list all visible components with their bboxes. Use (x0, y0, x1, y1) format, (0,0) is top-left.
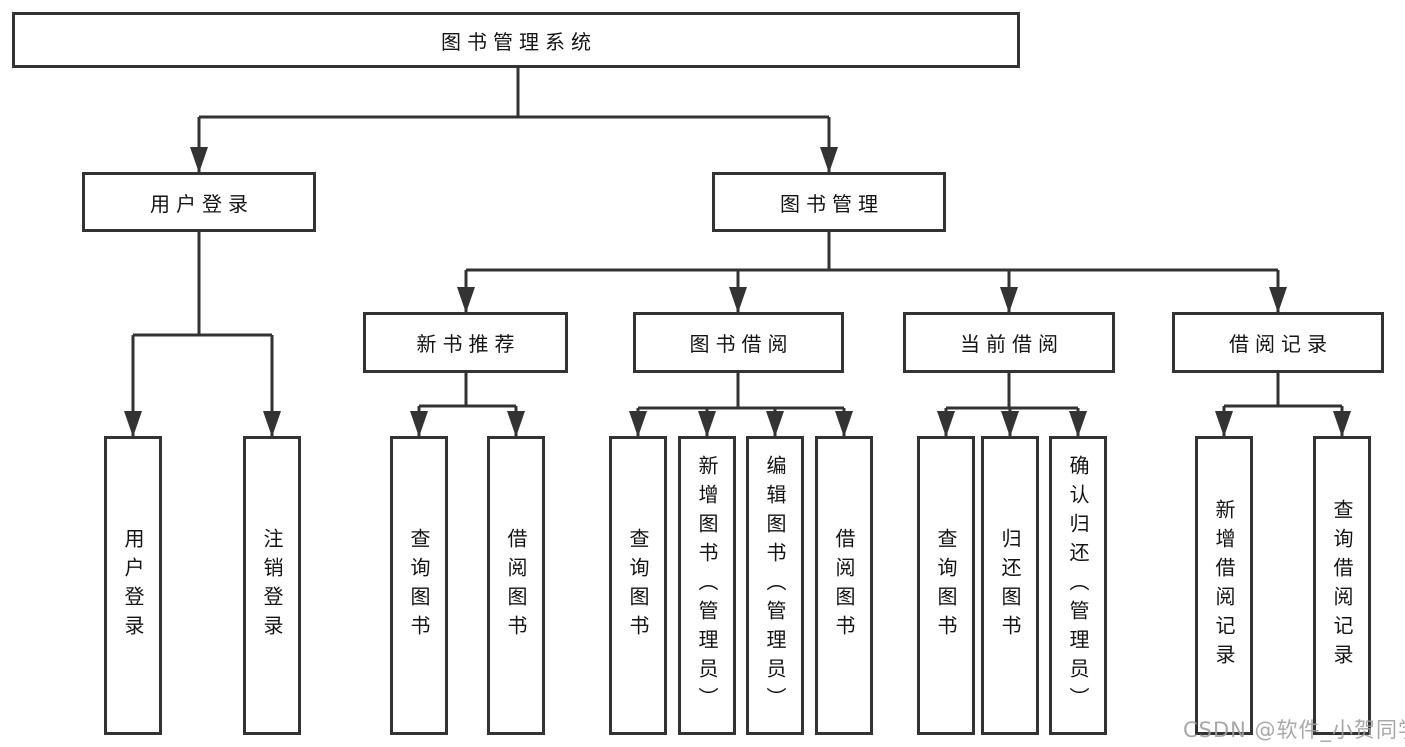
node-book-management: 图书管理 (712, 172, 946, 232)
leaf-borrow-borrow: 借阅图书 (815, 436, 873, 735)
leaf-user-login: 用户登录 (104, 436, 162, 735)
node-borrow-records: 借阅记录 (1172, 312, 1384, 373)
leaf-record-add: 新增借阅记录 (1195, 436, 1253, 735)
leaf-user-login-label: 用户登录 (121, 527, 145, 644)
leaf-borrow-query: 查询图书 (609, 436, 667, 735)
node-user-login-label: 用户登录 (150, 191, 254, 216)
node-new-book-recommend: 新书推荐 (363, 312, 568, 373)
leaf-borrow-edit-admin-label: 编辑图书（管理员） (763, 455, 787, 716)
leaf-current-return: 归还图书 (981, 436, 1039, 735)
node-root-label: 图书管理系统 (441, 29, 597, 54)
leaf-newbook-query: 查询图书 (390, 436, 448, 735)
node-current-borrow: 当前借阅 (903, 312, 1115, 373)
leaf-logout: 注销登录 (243, 436, 301, 735)
leaf-record-add-label: 新增借阅记录 (1212, 498, 1236, 673)
leaf-borrow-add-admin: 新增图书（管理员） (678, 436, 736, 735)
node-new-book-recommend-label: 新书推荐 (416, 332, 521, 356)
leaf-borrow-edit-admin: 编辑图书（管理员） (746, 436, 804, 735)
leaf-newbook-query-label: 查询图书 (407, 527, 431, 644)
node-book-borrow-label: 图书借阅 (689, 332, 794, 356)
node-book-borrow: 图书借阅 (633, 312, 844, 373)
node-current-borrow-label: 当前借阅 (960, 332, 1064, 356)
leaf-record-query-label: 查询借阅记录 (1330, 498, 1354, 673)
leaf-current-confirm-admin: 确认归还（管理员） (1049, 436, 1107, 735)
watermark: CSDN @软件_小贺同学 (1183, 718, 1405, 742)
leaf-current-query-label: 查询图书 (934, 527, 958, 644)
leaf-borrow-query-label: 查询图书 (626, 527, 650, 644)
leaf-record-query: 查询借阅记录 (1313, 436, 1371, 735)
leaf-newbook-borrow-label: 借阅图书 (504, 527, 528, 644)
leaf-current-confirm-admin-label: 确认归还（管理员） (1066, 455, 1090, 716)
leaf-borrow-borrow-label: 借阅图书 (832, 527, 856, 644)
leaf-newbook-borrow: 借阅图书 (487, 436, 545, 735)
node-book-management-label: 图书管理 (780, 191, 884, 216)
leaf-borrow-add-admin-label: 新增图书（管理员） (695, 455, 719, 716)
leaf-logout-label: 注销登录 (260, 527, 284, 644)
node-user-login: 用户登录 (82, 172, 316, 232)
leaf-current-query: 查询图书 (917, 436, 975, 735)
leaf-current-return-label: 归还图书 (998, 527, 1022, 644)
node-borrow-records-label: 借阅记录 (1229, 332, 1333, 356)
node-root: 图书管理系统 (12, 12, 1020, 68)
